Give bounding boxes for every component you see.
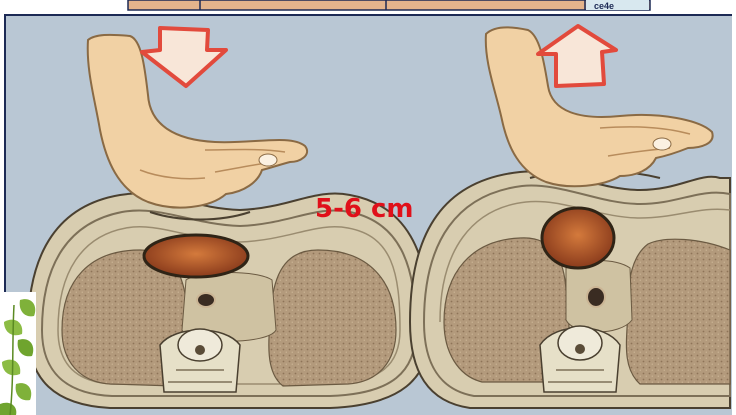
down-arrow-icon bbox=[142, 28, 226, 86]
left-heart bbox=[144, 235, 248, 277]
right-lung-right bbox=[626, 239, 730, 384]
compression-depth-label: 5-6 cm bbox=[315, 194, 414, 224]
up-arrow-icon bbox=[538, 26, 616, 86]
left-chest-section bbox=[28, 194, 430, 408]
right-panel bbox=[410, 26, 730, 408]
leaf-logo-icon bbox=[0, 292, 36, 415]
left-spine bbox=[160, 329, 240, 392]
right-heart bbox=[542, 208, 614, 268]
right-chest-section bbox=[410, 171, 730, 409]
right-spine bbox=[540, 326, 620, 392]
